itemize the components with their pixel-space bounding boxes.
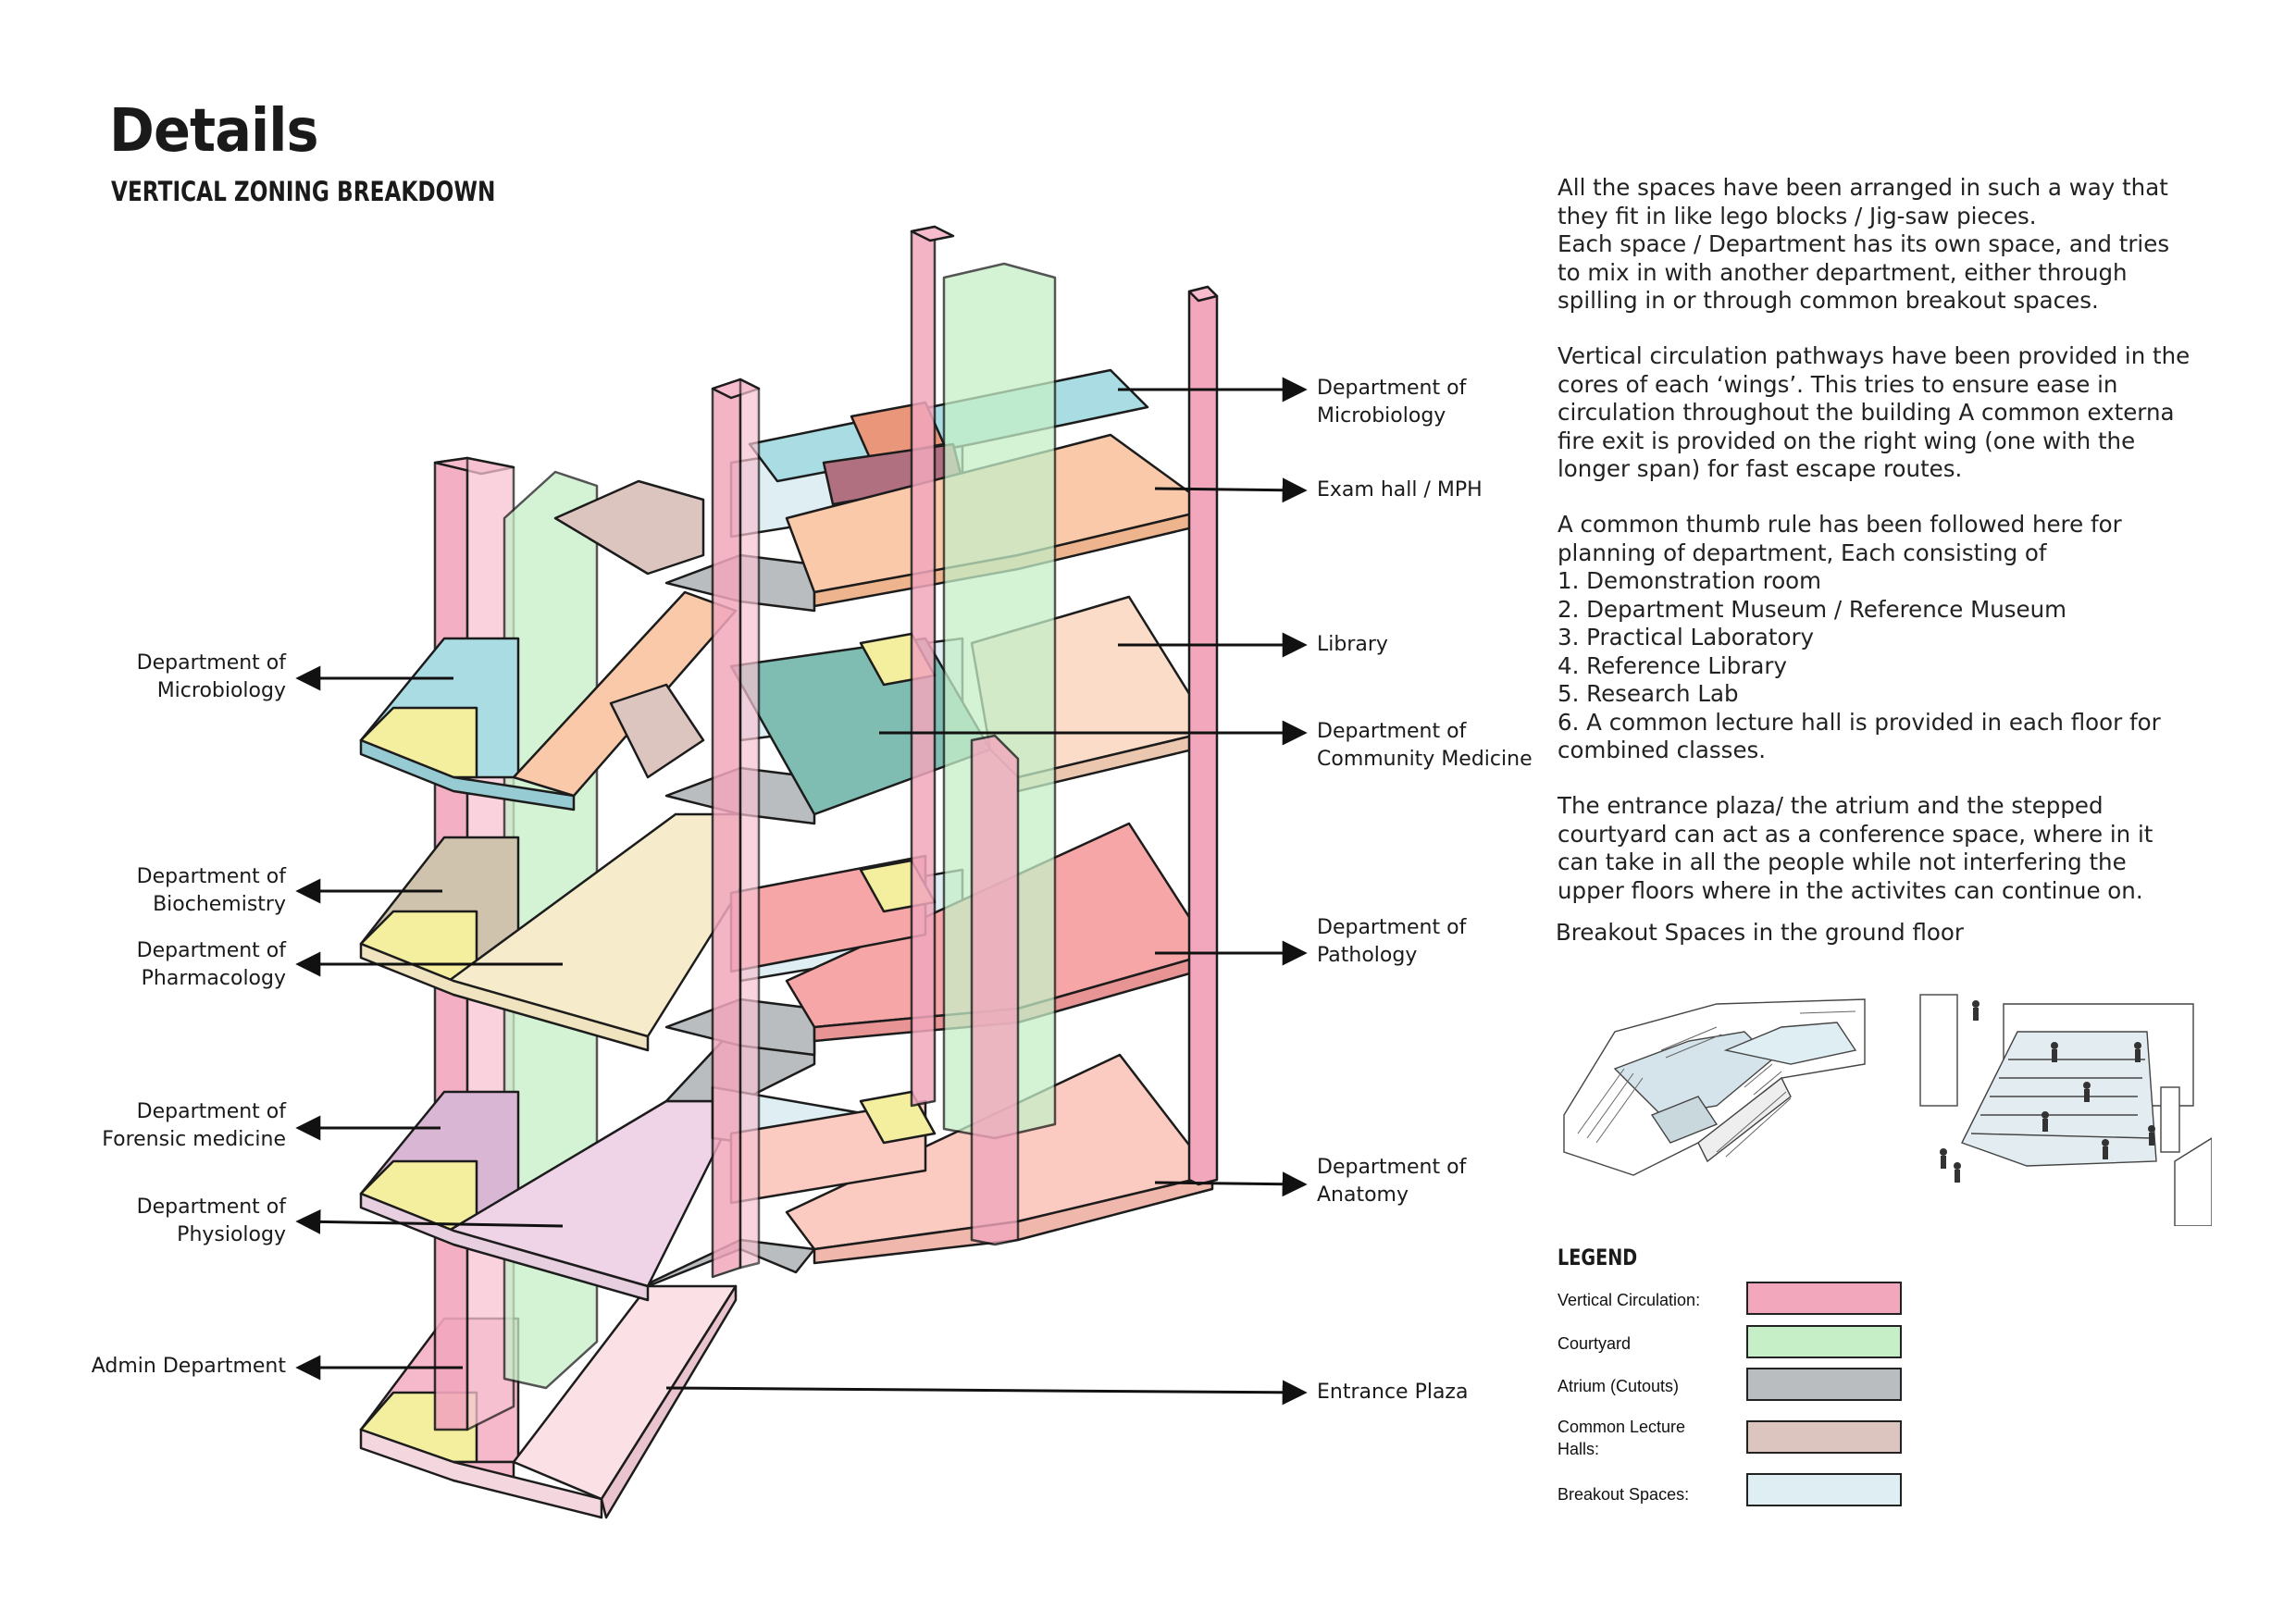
description-paragraph-1: All the spaces have been arranged in suc…	[1558, 174, 2170, 314]
floor2-edge	[359, 942, 650, 1052]
plaza-right-edge	[600, 1284, 738, 1519]
legend-title: LEGEND	[1558, 1245, 1638, 1270]
legend-label-atrium: Atrium (Cutouts)	[1558, 1377, 1680, 1395]
leader-physiology	[295, 1208, 564, 1234]
plaza-front-edge	[359, 1428, 603, 1519]
legend-label-courtyard: Courtyard	[1558, 1334, 1632, 1353]
common-lecture-hall	[553, 479, 705, 576]
page-subtitle: VERTICAL ZONING BREAKDOWN	[111, 176, 496, 207]
label-library: Library	[1317, 633, 1388, 656]
fire-exit-top	[1187, 285, 1219, 303]
common-lecture-hall	[609, 683, 705, 779]
fire-exit-stair	[1187, 285, 1219, 1186]
leader-exam-hall	[1154, 477, 1308, 503]
breakout-plan-thumbnail	[1559, 976, 1874, 1184]
leader-entrance-plaza	[665, 1380, 1308, 1406]
central-vertical-circulation	[711, 378, 742, 1279]
description-paragraph-4: The entrance plaza/ the atrium and the s…	[1558, 792, 2153, 904]
description-paragraph-3: A common thumb rule has been followed he…	[1558, 511, 2161, 763]
label-exam-hall: Exam hall / MPH	[1317, 478, 1483, 502]
leader-anatomy	[1154, 1171, 1308, 1197]
page-title: Details	[109, 97, 319, 166]
legend-swatch-atrium	[1746, 1368, 1902, 1401]
right-vc-top	[910, 225, 955, 242]
legend-swatch-common-lecture-halls	[1746, 1420, 1902, 1454]
legend-swatch-breakout-spaces	[1746, 1473, 1902, 1506]
floor1-edge	[359, 1192, 650, 1302]
central-vc-side	[738, 378, 761, 1270]
floor3-edge	[359, 738, 576, 812]
breakout-courtyard-thumbnail	[1916, 976, 2212, 1226]
breakout-spaces-title: Breakout Spaces in the ground floor	[1556, 919, 1964, 946]
legend-swatch-courtyard	[1746, 1325, 1902, 1358]
legend-label-vertical-circulation: Vertical Circulation:	[1558, 1291, 1701, 1309]
right-core-slim	[970, 734, 1020, 1246]
right-vertical-circulation	[910, 225, 937, 1108]
floor-top	[553, 368, 1214, 613]
legend-swatch-vertical-circulation	[1746, 1282, 1902, 1315]
legend-label-breakout-spaces: Breakout Spaces:	[1558, 1485, 1690, 1504]
label-entrance-plaza: Entrance Plaza	[1317, 1381, 1469, 1404]
label-admin: Admin Department	[91, 1355, 286, 1378]
description-paragraph-2: Vertical circulation pathways have been …	[1558, 342, 2191, 482]
